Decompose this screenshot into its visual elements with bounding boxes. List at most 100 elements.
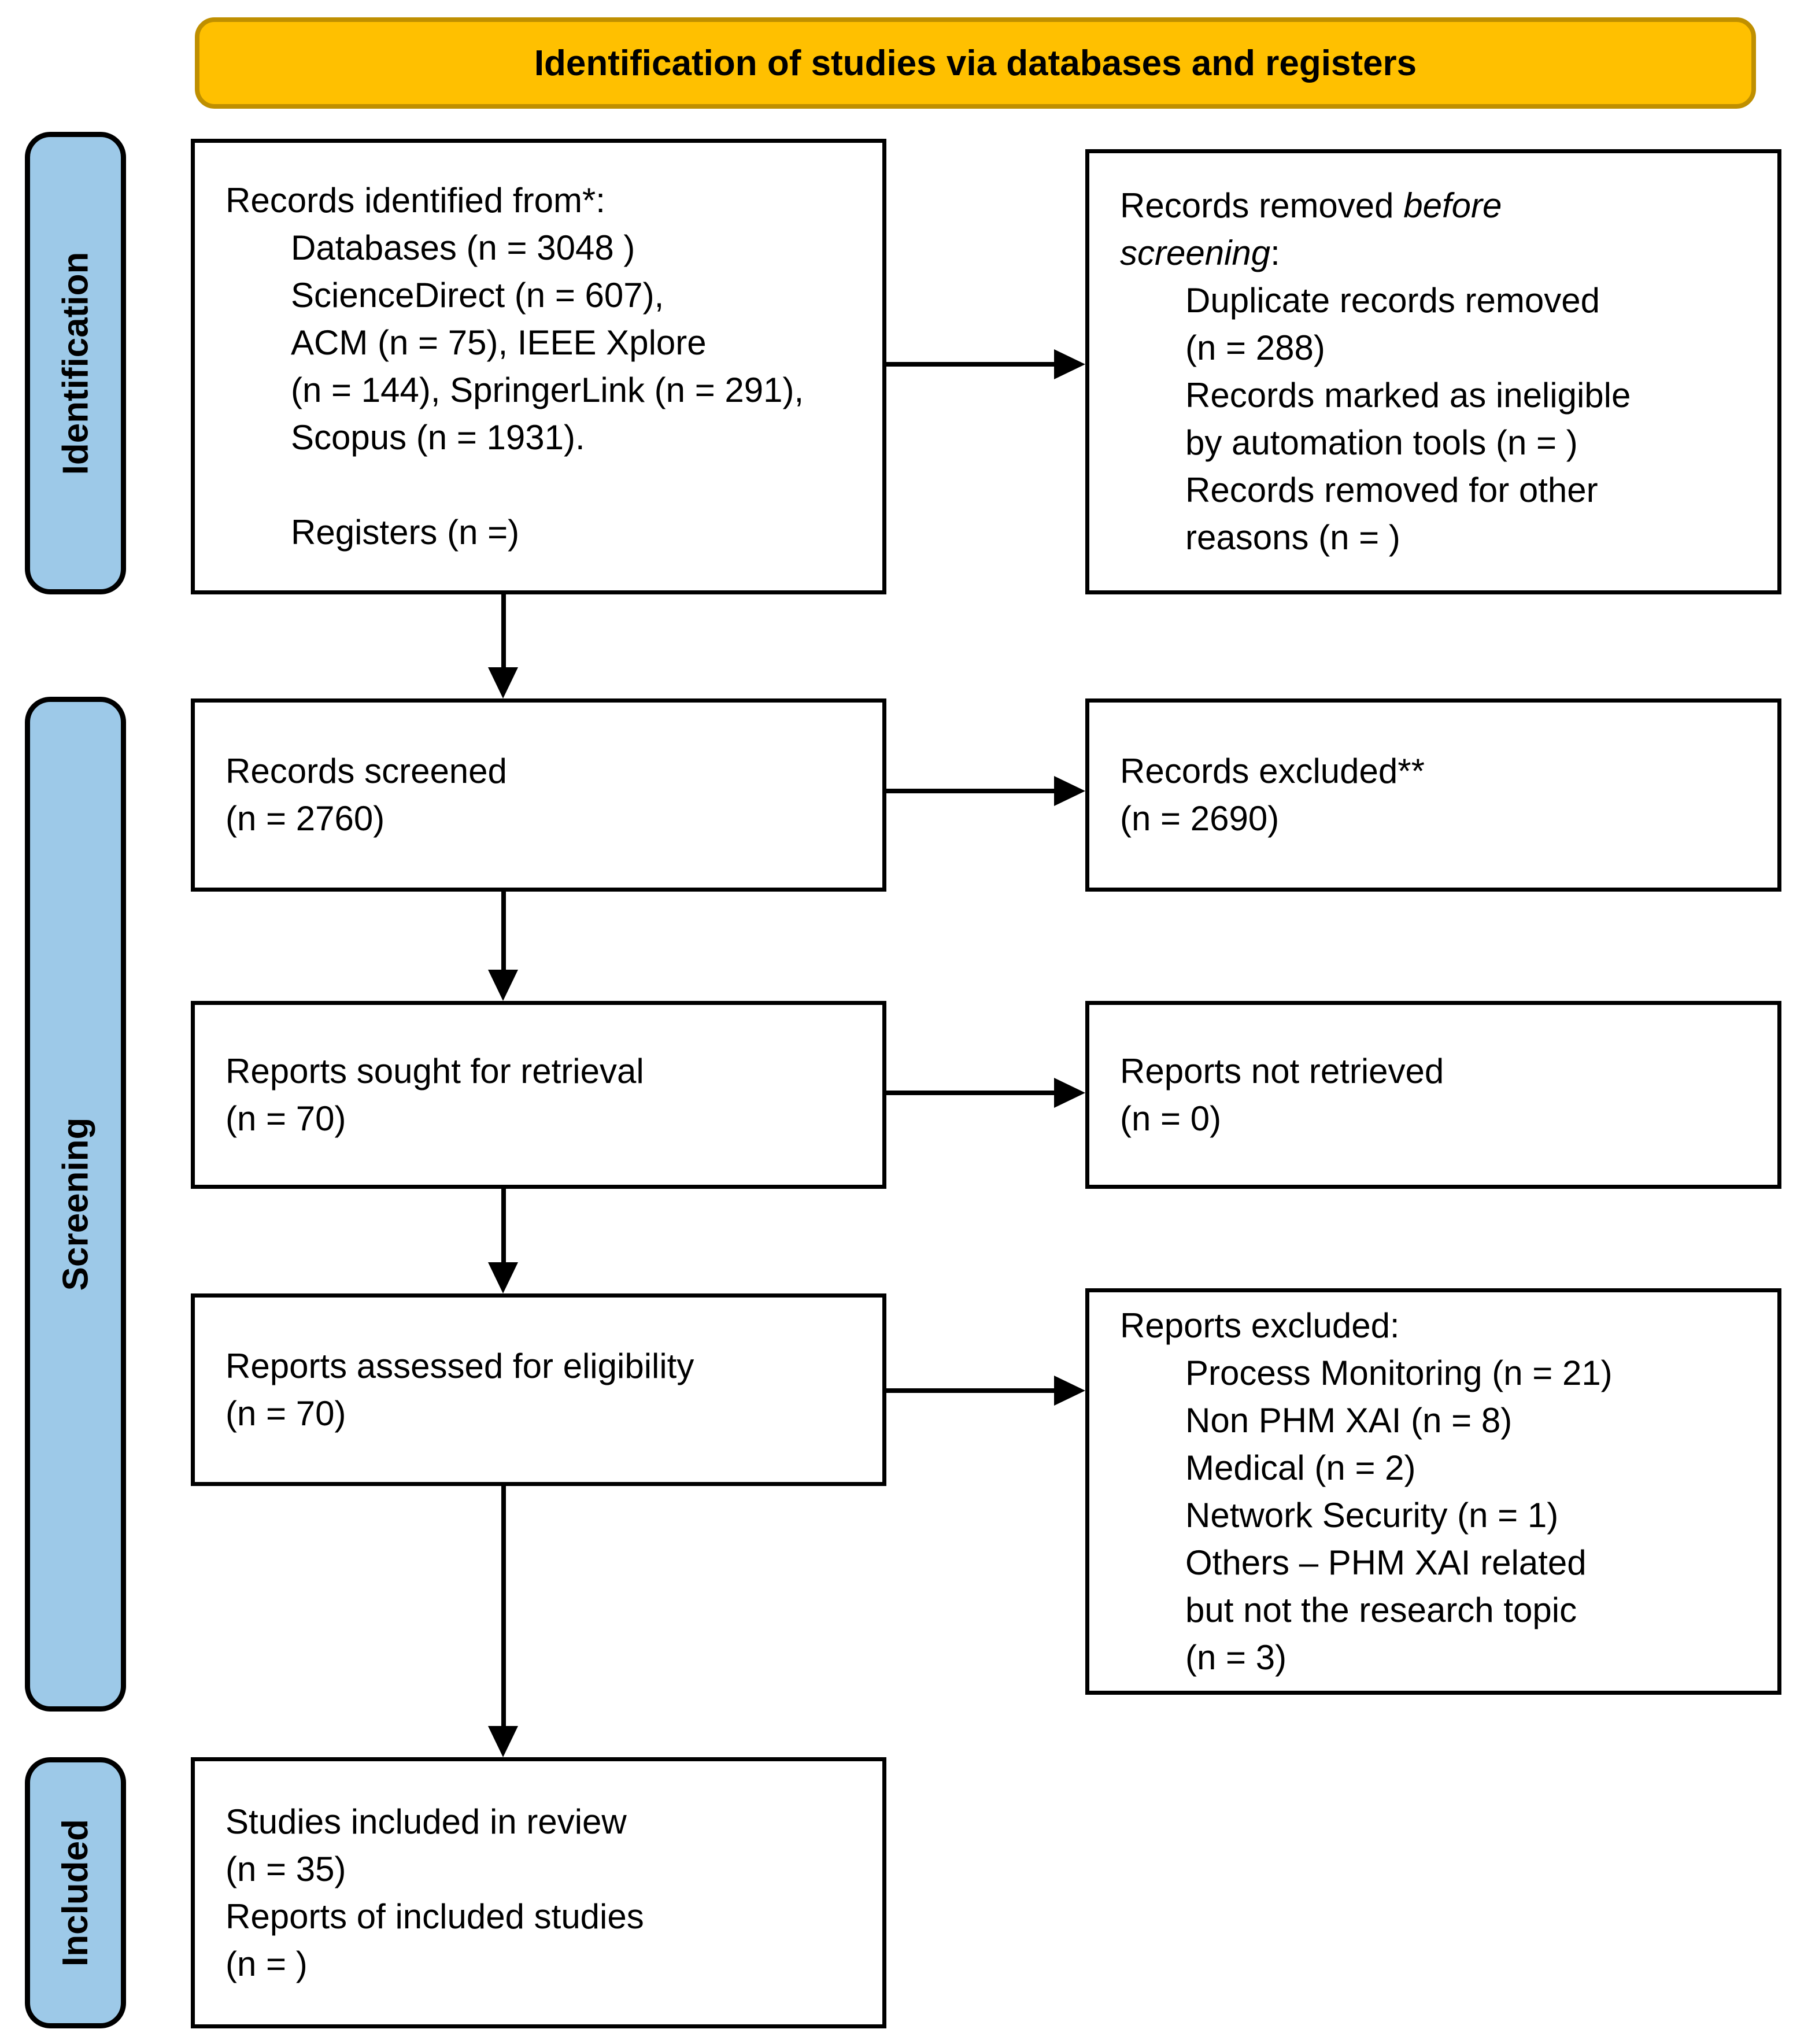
arrow-screened-to-excluded <box>886 775 1085 807</box>
text-segment <box>225 465 235 504</box>
text-segment: (n = 0) <box>1120 1099 1222 1138</box>
text-line: (n = 2690) <box>1120 795 1766 842</box>
text-line: (n = 0) <box>1120 1095 1766 1143</box>
text-segment: (n = 2690) <box>1120 799 1280 838</box>
text-segment: ScienceDirect (n = 607), <box>291 276 664 315</box>
arrow-head-down-icon <box>488 970 518 1001</box>
arrow-identified-to-screened <box>487 594 520 698</box>
text-line: Databases (n = 3048 ) <box>225 224 871 272</box>
box-studies-included: Studies included in review (n = 35) Report… <box>191 1757 886 2028</box>
stage-included-label: Included <box>56 1819 95 1967</box>
text-line: Records identified from*: <box>225 177 871 224</box>
text-line: Records excluded** <box>1120 748 1766 795</box>
text-segment: (n = 3) <box>1185 1638 1287 1677</box>
text-segment: Non PHM XAI (n = 8) <box>1185 1400 1513 1440</box>
arrow-shaft <box>501 1189 506 1266</box>
arrow-shaft <box>886 789 1058 793</box>
text-line <box>225 461 871 509</box>
text-segment: Databases (n = 3048 ) <box>291 228 635 267</box>
text-segment: Records identified from*: <box>225 181 605 220</box>
stage-identification-label: Identification <box>56 252 95 475</box>
text-segment: Studies included in review <box>225 1802 627 1841</box>
arrow-assessed-to-reports-excluded <box>886 1375 1085 1406</box>
text-line: Studies included in review <box>225 1798 871 1846</box>
arrow-sought-to-assessed <box>487 1189 520 1293</box>
text-segment: screening <box>1120 234 1271 272</box>
arrow-sought-to-not-retrieved <box>886 1077 1085 1108</box>
arrow-shaft <box>501 594 506 671</box>
text-segment: before <box>1403 186 1502 225</box>
text-segment: Medical (n = 2) <box>1185 1448 1416 1487</box>
arrow-screened-to-sought <box>487 892 520 1001</box>
text-segment: Reports not retrieved <box>1120 1051 1444 1091</box>
stage-identification: Identification <box>25 132 126 594</box>
text-line: (n = 70) <box>225 1095 871 1143</box>
text-segment: Reports sought for retrieval <box>225 1051 644 1091</box>
text-line: Network Security (n = 1) <box>1120 1492 1766 1539</box>
arrow-assessed-to-included <box>487 1486 520 1757</box>
arrow-shaft <box>501 1486 506 1729</box>
box-records-identified: Records identified from*: Databases (n = … <box>191 139 886 594</box>
text-segment: Records excluded** <box>1120 752 1425 790</box>
text-segment: (n = 70) <box>225 1394 346 1433</box>
text-line: but not the research topic <box>1120 1587 1766 1634</box>
arrow-head-right-icon <box>1054 776 1085 806</box>
text-line: Reports of included studies <box>225 1893 871 1940</box>
text-segment: (n = 288) <box>1185 328 1325 367</box>
text-line: (n = 35) <box>225 1846 871 1893</box>
text-segment: (n = ) <box>225 1944 308 1983</box>
text-segment: (n = 35) <box>225 1849 346 1888</box>
text-segment: (n = 2760) <box>225 799 385 838</box>
box-reports-excluded: Reports excluded: Process Monitoring (n =… <box>1085 1288 1781 1695</box>
text-segment: Network Security (n = 1) <box>1185 1495 1559 1535</box>
box-reports-not-retrieved: Reports not retrieved (n = 0) <box>1085 1001 1781 1189</box>
arrow-identified-to-removed <box>886 349 1085 380</box>
text-line: Reports sought for retrieval <box>225 1048 871 1095</box>
text-line: Records screened <box>225 748 871 795</box>
arrow-shaft <box>886 362 1058 367</box>
text-segment: : <box>1270 234 1280 272</box>
stage-screening: Screening <box>25 697 126 1712</box>
text-line: Others – PHM XAI related <box>1120 1539 1766 1587</box>
text-line: Medical (n = 2) <box>1120 1444 1766 1492</box>
text-line: Reports excluded: <box>1120 1302 1766 1350</box>
text-segment: ACM (n = 75), IEEE Xplore <box>291 323 707 362</box>
arrow-shaft <box>886 1091 1058 1095</box>
text-segment: Others – PHM XAI related <box>1185 1543 1587 1582</box>
stage-screening-label: Screening <box>56 1117 95 1291</box>
text-line: Scopus (n = 1931). <box>225 414 871 461</box>
box-records-excluded: Records excluded** (n = 2690) <box>1085 698 1781 892</box>
text-line: (n = 70) <box>225 1390 871 1437</box>
text-line: (n = 3) <box>1120 1634 1766 1681</box>
arrow-head-down-icon <box>488 667 518 698</box>
text-line: Duplicate records removed <box>1120 277 1766 324</box>
text-line: Reports assessed for eligibility <box>225 1343 871 1390</box>
text-segment: Records marked as ineligible <box>1185 376 1631 415</box>
text-line: Process Monitoring (n = 21) <box>1120 1350 1766 1397</box>
text-segment: Duplicate records removed <box>1185 281 1600 320</box>
text-segment: Records removed <box>1120 186 1404 225</box>
text-segment: but not the research topic <box>1185 1590 1577 1629</box>
text-line: (n = 2760) <box>225 795 871 842</box>
text-line: reasons (n = ) <box>1120 514 1766 561</box>
text-segment: by automation tools (n = ) <box>1185 423 1578 462</box>
text-line: Non PHM XAI (n = 8) <box>1120 1397 1766 1444</box>
text-line: screening: <box>1120 230 1766 277</box>
text-line: (n = 144), SpringerLink (n = 291), <box>225 367 871 414</box>
text-segment: Reports of included studies <box>225 1897 644 1936</box>
text-line: (n = 288) <box>1120 324 1766 372</box>
stage-included: Included <box>25 1757 126 2028</box>
text-line: Reports not retrieved <box>1120 1048 1766 1095</box>
text-segment: Records screened <box>225 752 507 790</box>
text-segment: reasons (n = ) <box>1185 518 1400 557</box>
arrow-head-right-icon <box>1054 349 1085 379</box>
text-segment: Reports excluded: <box>1120 1306 1400 1345</box>
text-segment: Reports assessed for eligibility <box>225 1346 694 1385</box>
text-segment: Records removed for other <box>1185 471 1598 509</box>
title-banner: Identification of studies via databases … <box>195 17 1756 109</box>
text-line: ACM (n = 75), IEEE Xplore <box>225 319 871 367</box>
text-line: Records removed before <box>1120 182 1766 230</box>
arrow-shaft <box>886 1388 1058 1393</box>
